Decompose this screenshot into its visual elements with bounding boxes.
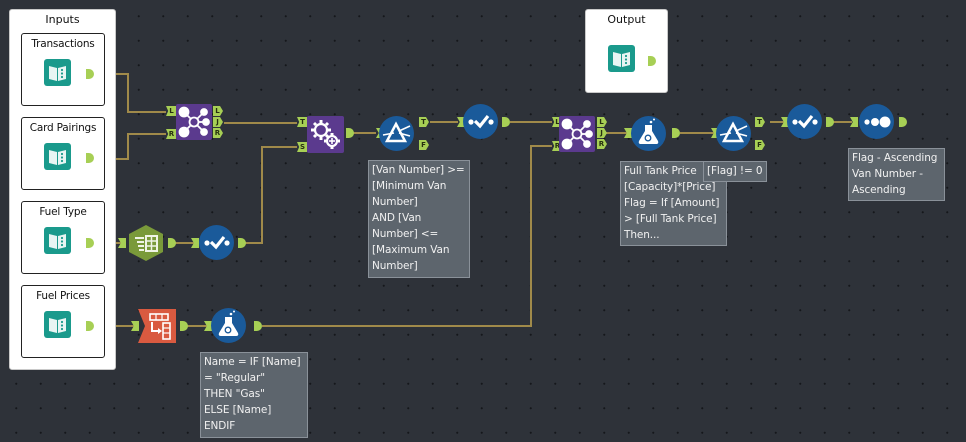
select-tool[interactable]	[463, 104, 498, 139]
join-left-output-anchor[interactable]: L	[597, 117, 607, 127]
select-output-anchor[interactable]	[826, 117, 834, 127]
dynamic-rename-icon	[138, 309, 176, 343]
output-container-title: Output	[607, 13, 646, 26]
output-anchor[interactable]	[86, 321, 94, 331]
dynamic-rename-tool[interactable]	[138, 307, 178, 345]
formula-annotation: Name = IF [Name] = "Regular" THEN "Gas" …	[200, 352, 308, 438]
select-output-anchor[interactable]	[502, 117, 510, 127]
formula-flask-icon	[218, 310, 239, 336]
select-check-icon	[468, 115, 494, 129]
filter-true-anchor[interactable]: T	[419, 117, 429, 127]
join-left-input-anchor[interactable]: L	[166, 106, 176, 116]
select-tool[interactable]	[787, 104, 822, 139]
sort-dots-icon	[864, 116, 891, 128]
output-anchor[interactable]	[648, 56, 656, 66]
join-right-input-anchor[interactable]: R	[166, 129, 176, 139]
input-label: Fuel Prices	[36, 290, 90, 302]
join-tool[interactable]	[559, 116, 595, 152]
formula-tool[interactable]	[211, 308, 246, 343]
wire-select3-to-append	[245, 146, 297, 244]
select-input-anchor[interactable]	[781, 117, 789, 127]
select-input-anchor[interactable]	[191, 238, 199, 248]
text-to-columns-tool[interactable]	[127, 224, 165, 262]
sort-input-anchor[interactable]	[850, 117, 858, 127]
input-fuel-prices[interactable]: Fuel Prices	[21, 285, 105, 358]
join-left-input-anchor[interactable]: L	[552, 117, 562, 127]
join-icon	[561, 118, 593, 150]
text-to-columns-output-anchor[interactable]	[168, 238, 176, 248]
append-target-anchor[interactable]: T	[297, 117, 307, 127]
filter-tool[interactable]	[379, 116, 414, 151]
filter-tool[interactable]	[716, 116, 751, 151]
wire-formula2-to-join2	[262, 145, 552, 327]
formula-input-anchor[interactable]	[204, 321, 212, 331]
join-right-input-anchor[interactable]: R	[552, 141, 562, 151]
input-data-icon[interactable]	[44, 311, 71, 338]
filter-prism-icon	[719, 121, 748, 143]
join-icon	[178, 106, 210, 138]
dynamic-rename-output-anchor[interactable]	[180, 321, 188, 331]
append-source-anchor[interactable]: S	[297, 142, 307, 152]
input-data-icon[interactable]	[44, 227, 71, 254]
inputs-container-title: Inputs	[45, 13, 80, 26]
input-label: Fuel Type	[39, 206, 87, 218]
formula-tool[interactable]	[631, 116, 666, 151]
filter-annotation: [Van Number] >= [Minimum Van Number] AND…	[368, 160, 470, 278]
formula-output-anchor[interactable]	[254, 321, 262, 331]
output-anchor[interactable]	[86, 153, 94, 163]
filter-input-anchor[interactable]	[711, 128, 719, 138]
filter-false-anchor[interactable]: F	[419, 140, 429, 150]
filter-false-anchor[interactable]: F	[755, 140, 765, 150]
select-output-anchor[interactable]	[238, 238, 246, 248]
filter-annotation: [Flag] != 0	[703, 161, 767, 182]
input-data-icon[interactable]	[44, 143, 71, 170]
output-anchor[interactable]	[86, 238, 94, 248]
join-right-output-anchor[interactable]: R	[213, 128, 223, 138]
join-join-output-anchor[interactable]: J	[597, 128, 607, 138]
formula-input-anchor[interactable]	[624, 128, 632, 138]
join-join-output-anchor[interactable]: J	[213, 117, 223, 127]
append-output-anchor[interactable]	[346, 128, 354, 138]
formula-flask-icon	[638, 118, 659, 144]
formula-output-anchor[interactable]	[672, 128, 680, 138]
filter-true-anchor[interactable]: T	[755, 117, 765, 127]
join-left-output-anchor[interactable]: L	[213, 106, 223, 116]
text-to-columns-icon	[129, 225, 163, 261]
output-anchor[interactable]	[86, 69, 94, 79]
input-data-icon[interactable]	[44, 59, 71, 86]
text-to-columns-input-anchor[interactable]	[118, 238, 126, 248]
append-fields-tool[interactable]	[307, 116, 344, 153]
sort-output-anchor[interactable]	[899, 117, 907, 127]
join-right-output-anchor[interactable]: R	[597, 139, 607, 149]
filter-prism-icon	[382, 121, 411, 143]
output-data-icon[interactable]	[608, 45, 635, 72]
sort-tool[interactable]	[859, 104, 894, 139]
gears-icon	[311, 120, 340, 149]
select-check-icon	[204, 236, 230, 250]
dynamic-rename-input-anchor[interactable]	[131, 321, 139, 331]
join-tool[interactable]	[176, 104, 212, 140]
select-input-anchor[interactable]	[457, 117, 465, 127]
sort-annotation: Flag - Ascending Van Number - Ascending	[848, 148, 945, 201]
select-check-icon	[792, 115, 818, 129]
select-tool[interactable]	[199, 225, 234, 260]
input-label: Card Pairings	[29, 122, 97, 134]
input-label: Transactions	[31, 38, 95, 50]
